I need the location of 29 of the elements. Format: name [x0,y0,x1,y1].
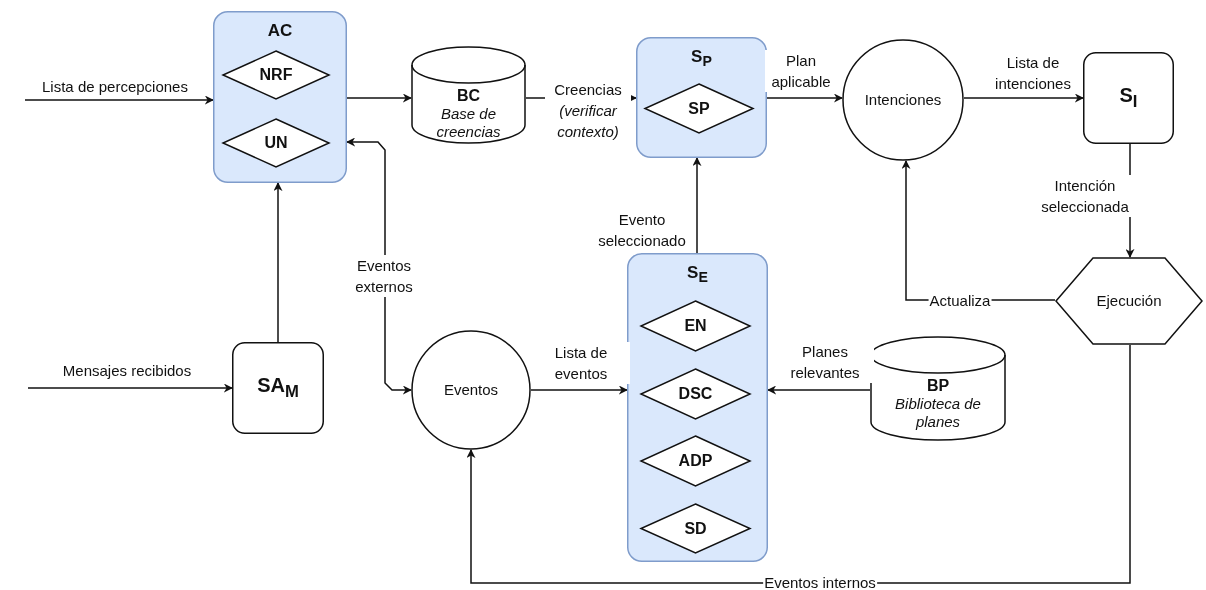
node-label: Eventos [443,381,499,399]
arrow [963,93,1084,103]
node-label: Ejecución [1096,292,1162,310]
arrow [766,93,843,103]
database-description: Biblioteca de planes [894,395,982,431]
node-label: SD [684,519,707,538]
node-label: Intenciones [864,91,942,109]
arrow [24,95,214,105]
node-label: NRF [259,66,293,84]
node-label: ADP [678,452,713,470]
panel-title: AC [267,22,293,40]
database-title: BP [926,377,950,395]
arrow [530,385,628,395]
node-label: S$_{I}$ [1119,83,1138,113]
node-label: UN [264,134,288,152]
panel-title: S$_{P}$ [691,48,712,71]
database-title: BC [456,87,481,105]
panel-title: S$_{E}$ [687,264,708,287]
arrow [692,157,702,254]
node-label: SP [688,99,710,118]
arrow [767,385,871,395]
database-description: Base de creencias [435,105,502,141]
arrow [346,93,412,103]
node-label: DSC [678,385,713,403]
arrow [27,383,233,393]
node-label: EN [684,317,707,335]
arrow [466,344,1131,584]
node-label: SA$_{M}$ [257,373,299,403]
arrow [273,182,283,343]
